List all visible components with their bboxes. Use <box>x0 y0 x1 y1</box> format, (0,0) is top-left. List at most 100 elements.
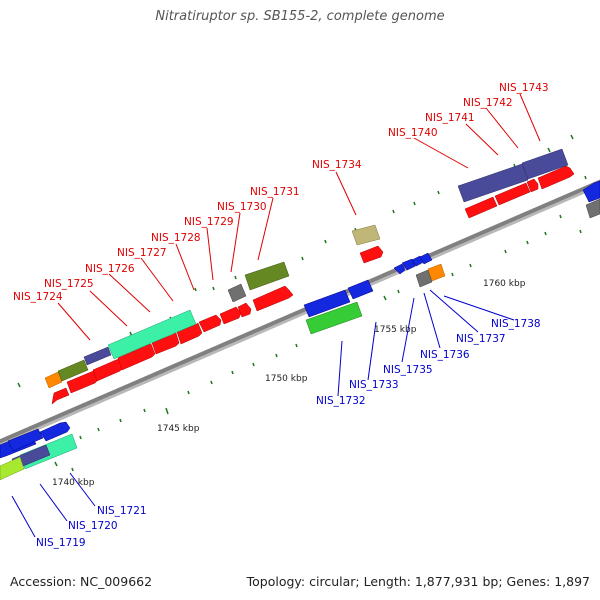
tick-mark <box>143 408 146 413</box>
gene-arrow <box>151 332 180 355</box>
tick-mark <box>194 287 197 292</box>
leader-line <box>337 340 343 397</box>
accession-label: Accession: NC_009662 <box>10 574 153 589</box>
forward-genes-row <box>51 165 575 405</box>
leader-line <box>140 257 174 302</box>
leader-line <box>39 483 68 522</box>
scale-label: 1760 kbp <box>483 279 526 289</box>
cds-block <box>305 301 363 335</box>
leader-line <box>175 243 195 291</box>
gene-label: NIS_1730 <box>217 201 267 213</box>
tick-mark <box>54 461 58 467</box>
gene-label: NIS_1741 <box>425 112 475 124</box>
reverse-labels: NIS_1719 NIS_1720 NIS_1721 NIS_1732 NIS_… <box>36 318 541 549</box>
tick-mark <box>324 239 327 244</box>
reverse-leaders <box>11 289 515 538</box>
cds-block <box>585 198 600 219</box>
cds-block <box>351 224 381 246</box>
gene-arrow <box>359 245 384 264</box>
leader-line <box>465 123 499 156</box>
scale-label: 1740 kbp <box>52 478 95 488</box>
backbone-line <box>0 179 600 444</box>
tick-mark <box>187 390 190 395</box>
gene-label: NIS_1738 <box>491 318 541 330</box>
gene-arrow <box>237 302 252 318</box>
tick-mark <box>397 289 400 294</box>
genome-summary: Topology: circular; Length: 1,877,931 bp… <box>246 574 590 589</box>
tick-mark <box>584 175 587 180</box>
tick-mark <box>544 231 547 236</box>
gene-arrow <box>526 178 539 193</box>
reverse-cds-row <box>0 198 600 481</box>
leader-line <box>519 93 541 142</box>
gene-label: NIS_1736 <box>420 349 470 361</box>
gene-arrow <box>92 358 124 382</box>
gene-label: NIS_1724 <box>13 291 63 303</box>
leader-line <box>69 472 96 507</box>
cds-block <box>57 359 89 382</box>
gene-label: NIS_1720 <box>68 520 118 532</box>
leader-line <box>423 292 441 349</box>
gene-arrow <box>537 165 575 190</box>
cds-block <box>457 163 529 203</box>
cds-block <box>244 261 290 291</box>
tick-mark <box>579 229 582 234</box>
leader-line <box>89 290 128 327</box>
tick-mark <box>17 382 21 388</box>
tick-mark <box>504 249 507 254</box>
reverse-genes-row <box>0 180 600 459</box>
cds-block <box>227 283 247 303</box>
gene-label: NIS_1719 <box>36 537 86 549</box>
gene-label: NIS_1737 <box>456 333 506 345</box>
gene-arrow <box>198 314 222 333</box>
leader-line <box>11 495 36 538</box>
gene-arrow <box>176 322 203 345</box>
tick-mark <box>210 380 213 385</box>
tick-mark <box>570 134 574 140</box>
cds-block <box>521 148 569 180</box>
scale-label: 1745 kbp <box>157 424 200 434</box>
forward-cds-row <box>44 148 569 389</box>
gene-arrow <box>39 421 71 442</box>
forward-leaders <box>57 93 541 341</box>
tick-mark <box>547 147 551 153</box>
tick-mark <box>234 275 237 280</box>
tick-mark <box>469 263 472 268</box>
gene-label: NIS_1721 <box>97 505 147 517</box>
gene-label: NIS_1740 <box>388 127 438 139</box>
leader-line <box>485 107 519 149</box>
leader-line <box>206 227 214 281</box>
tick-mark <box>451 272 454 277</box>
cds-block <box>107 309 197 360</box>
gene-label: NIS_1731 <box>250 186 300 198</box>
leader-line <box>413 137 469 169</box>
leader-line <box>429 289 479 333</box>
gene-label: NIS_1729 <box>184 216 234 228</box>
gene-arrow <box>393 263 406 275</box>
gene-arrow <box>464 196 498 219</box>
gene-arrow <box>303 289 351 318</box>
tick-mark <box>526 240 529 245</box>
gene-arrow <box>51 387 70 405</box>
gene-arrow <box>347 279 374 300</box>
gene-label: NIS_1743 <box>499 82 549 94</box>
gene-arrow <box>7 428 44 452</box>
leader-line <box>335 171 357 216</box>
gene-arrow <box>252 285 294 312</box>
cds-block <box>427 263 446 282</box>
leader-line <box>108 273 151 313</box>
gene-arrow <box>219 306 242 325</box>
gene-arrow <box>494 182 531 206</box>
cds-block <box>83 346 112 366</box>
forward-labels: NIS_1724 NIS_1725 NIS_1726 NIS_1727 NIS_… <box>13 82 549 303</box>
scale-label: 1750 kbp <box>265 374 308 384</box>
cds-block <box>0 456 25 481</box>
cds-block <box>44 371 63 389</box>
tick-mark <box>437 190 440 195</box>
gene-label: NIS_1733 <box>349 379 399 391</box>
tick-mark <box>392 209 395 214</box>
gene-arrow <box>401 258 416 271</box>
scale-labels: 1740 kbp 1745 kbp 1750 kbp 1755 kbp 1760… <box>52 279 526 488</box>
leader-line <box>57 302 91 341</box>
